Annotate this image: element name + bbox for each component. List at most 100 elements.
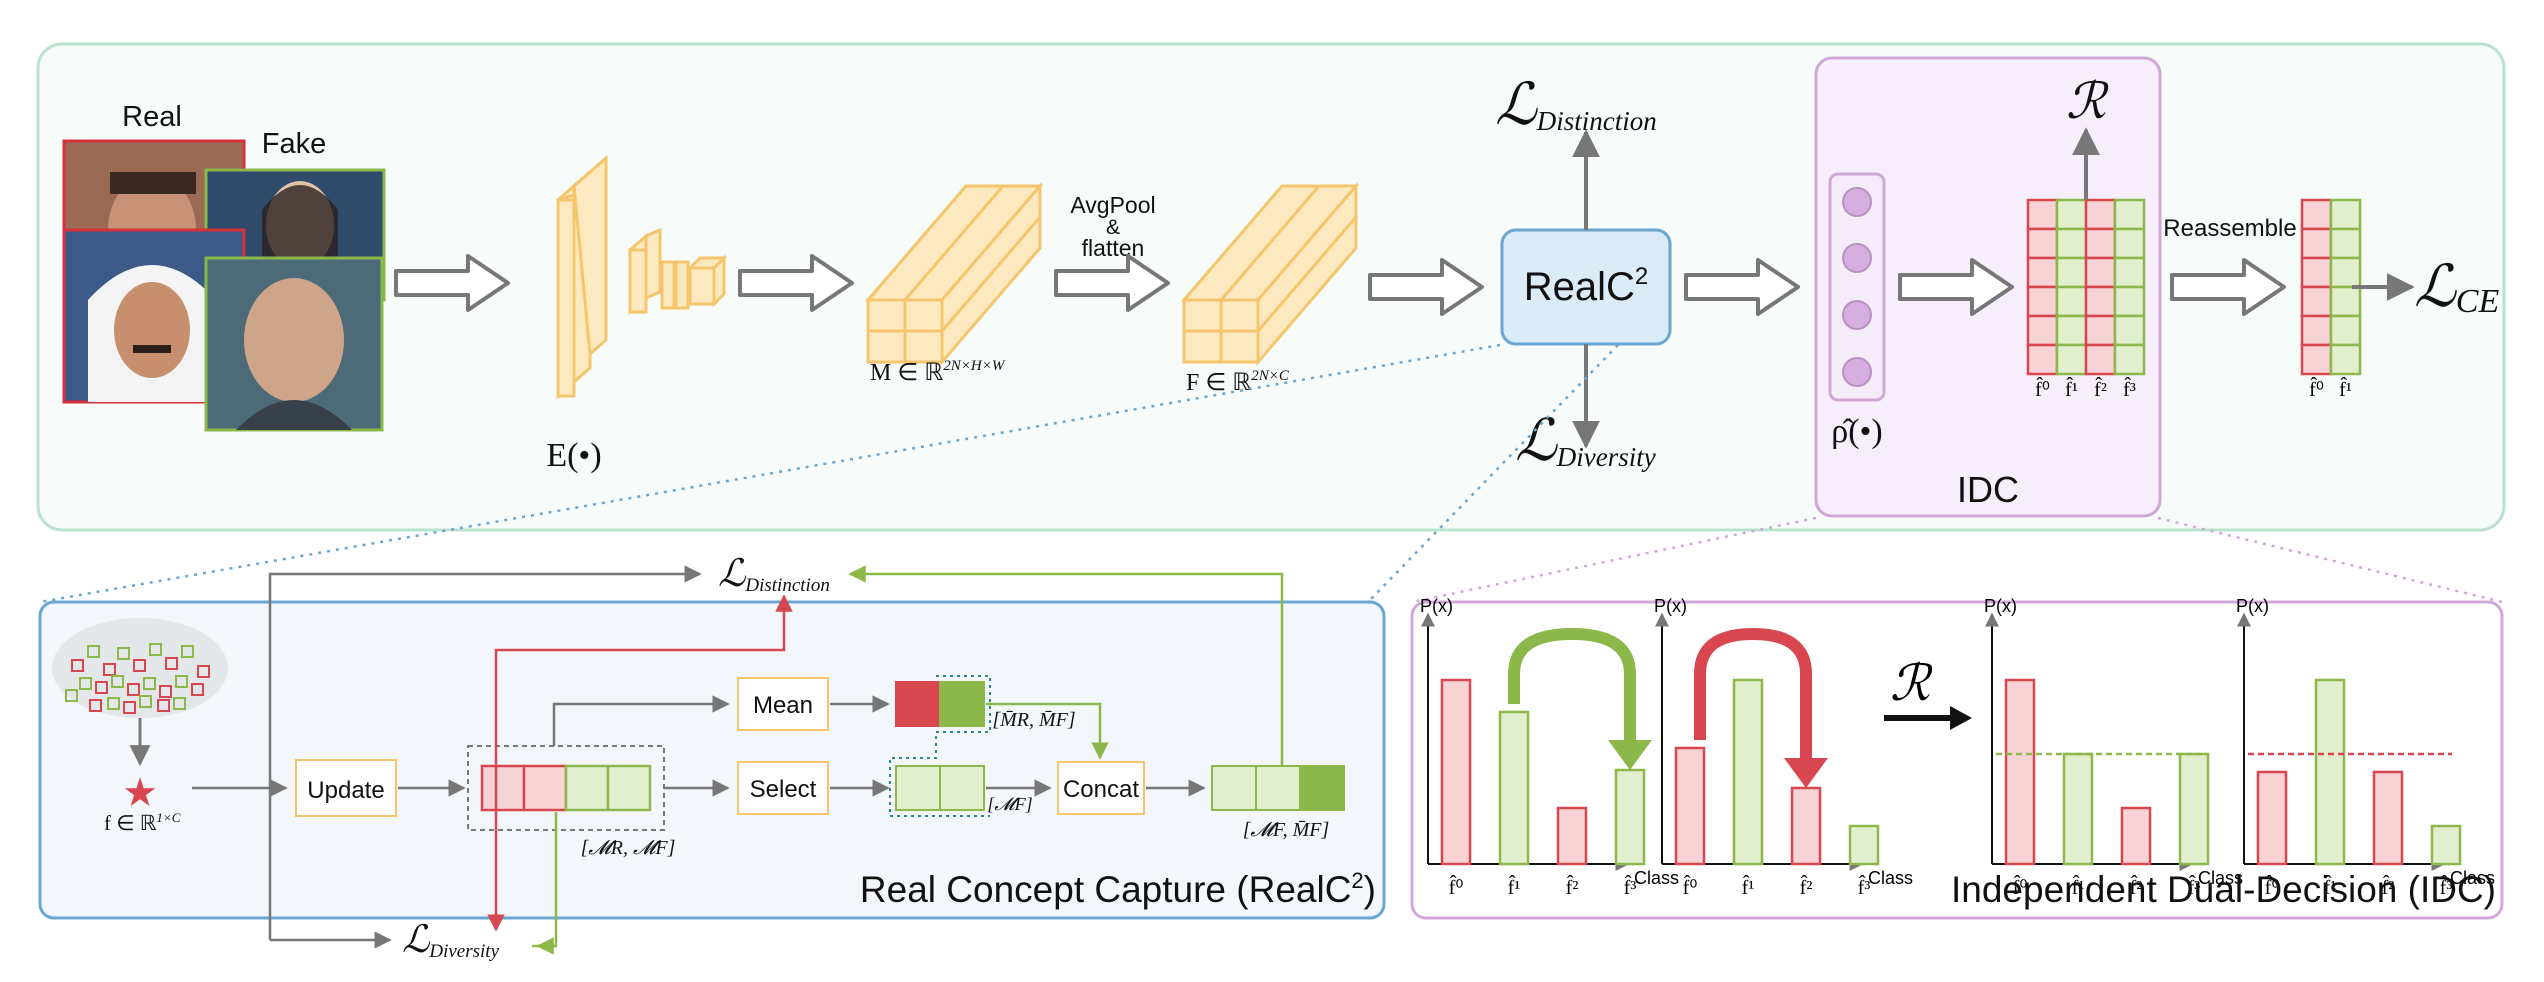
svg-text:Concat: Concat <box>1063 776 1139 803</box>
x-axis-label: Class <box>1634 868 1679 888</box>
grid-cell <box>2055 314 2088 347</box>
feature-map-block: M ∈ ℝ2N×H×W <box>864 181 1044 386</box>
grid-cell <box>2084 285 2117 318</box>
idc-bar-label: f̂¹ <box>1508 874 1521 899</box>
out-grid-cell <box>2329 343 2362 376</box>
idc-bar-label: f̂³ <box>2440 874 2453 899</box>
concept-square <box>143 677 156 690</box>
mean-box <box>737 677 829 731</box>
idc-bar <box>1440 678 1472 866</box>
grid-cell <box>2084 343 2117 376</box>
idc-bar <box>1790 786 1822 866</box>
idc-bar <box>2004 678 2036 866</box>
m-bar-rf-label: [M̄R, M̄F] <box>992 709 1075 731</box>
idc-bar <box>1732 678 1764 866</box>
out-grid-cell <box>2300 285 2333 318</box>
loss-ce: ℒCE <box>2414 254 2499 320</box>
concept-square <box>157 699 170 712</box>
idc-bar <box>1556 806 1588 866</box>
out-grid-cell <box>2300 314 2333 347</box>
concept-square <box>139 695 152 708</box>
idc-bar-label: f̂¹ <box>2324 874 2337 899</box>
update-box <box>295 759 397 817</box>
memory-bank <box>480 764 652 812</box>
idc-bar-label: f̂³ <box>1858 874 1871 899</box>
idc-bar-label: f̂² <box>2130 874 2143 899</box>
out-grid-cell <box>2329 256 2362 289</box>
y-axis-label: P(x) <box>2236 596 2269 616</box>
concept-square <box>165 657 178 670</box>
r-symbol-bottom: ℛ <box>1890 655 1933 711</box>
select-box <box>737 761 829 815</box>
concept-square <box>175 675 188 688</box>
concept-square <box>173 697 186 710</box>
feature-map-label: M ∈ ℝ2N×H×W <box>870 358 1006 386</box>
idc-title: IDC <box>1957 469 2019 510</box>
idc-bar-label: f̂¹ <box>2072 874 2085 899</box>
concept-square <box>127 683 140 696</box>
fake-label: Fake <box>262 128 326 160</box>
grid-cell <box>2055 285 2088 318</box>
realc2-box: RealC2 <box>1500 228 1672 346</box>
reassemble-label: Reassemble <box>2163 215 2296 242</box>
grid-cell <box>2026 314 2059 347</box>
grid-cell <box>2026 198 2059 231</box>
feature-vec-block: F ∈ ℝ2N×C <box>1180 181 1360 396</box>
grid-cell <box>2026 343 2059 376</box>
real-label: Real <box>122 101 182 133</box>
idc-bar <box>2062 752 2094 866</box>
idc-bar-label: f̂⁰ <box>1683 874 1698 899</box>
concat-box <box>1057 761 1145 815</box>
grid-cell <box>2084 314 2117 347</box>
grid-cell <box>2084 198 2117 231</box>
avgpool-step: AvgPool & flatten <box>1070 192 1155 261</box>
idc-bar <box>1498 710 1530 866</box>
grid-cell <box>2055 227 2088 260</box>
concept-square <box>159 685 172 698</box>
grid-col-label: f̂² <box>2094 376 2107 401</box>
concept-square <box>71 659 84 672</box>
concept-square <box>95 681 108 694</box>
concept-square <box>123 701 136 714</box>
concept-square <box>111 675 124 688</box>
grid-cell <box>2113 198 2146 231</box>
idc-bar-label: f̂² <box>1566 874 1579 899</box>
concept-square <box>107 697 120 710</box>
input-images: Real Fake <box>62 101 386 432</box>
m-f-label: [𝓜F] <box>987 794 1032 814</box>
x-axis-label: Class <box>1868 868 1913 888</box>
idc-bar-label: f̂³ <box>2188 874 2201 899</box>
realc2-panel-title: Real Concept Capture (RealC2) <box>860 868 1376 910</box>
loss-diversity-bottom: ℒDiversity <box>402 919 500 962</box>
concept-square <box>191 683 204 696</box>
redistribution-arrow <box>1694 627 1812 758</box>
idc-bar <box>2372 770 2404 866</box>
idc-bar-label: f̂³ <box>1624 874 1637 899</box>
concept-square <box>65 689 78 702</box>
grid-cell <box>2026 256 2059 289</box>
idc-bar <box>2120 806 2152 866</box>
grid-col-label: f̂⁰ <box>2035 376 2050 401</box>
memory-slot <box>606 764 652 812</box>
idc-bar <box>2178 752 2210 866</box>
idc-bar <box>1614 768 1646 866</box>
grid-cell <box>2113 227 2146 260</box>
idc-bar-label: f̂² <box>1800 874 1813 899</box>
idc-bar <box>1848 824 1880 866</box>
grid-cell <box>2026 227 2059 260</box>
svg-text:AvgPool: AvgPool <box>1070 192 1155 218</box>
concept-square <box>87 645 100 658</box>
grid-cell <box>2113 314 2146 347</box>
encoder-block: E(•) <box>546 154 728 474</box>
memory-slot <box>480 764 526 812</box>
loss-distinction-bottom: ℒDistinction <box>718 553 830 596</box>
r-arrow-head <box>1950 706 1972 730</box>
out-grid-cell <box>2329 198 2362 231</box>
m-rf-label: [𝓜R, 𝓜F] <box>581 837 676 859</box>
y-axis-label: P(x) <box>1420 596 1453 616</box>
idc-bar <box>2314 678 2346 866</box>
out-grid-cell <box>2300 343 2333 376</box>
